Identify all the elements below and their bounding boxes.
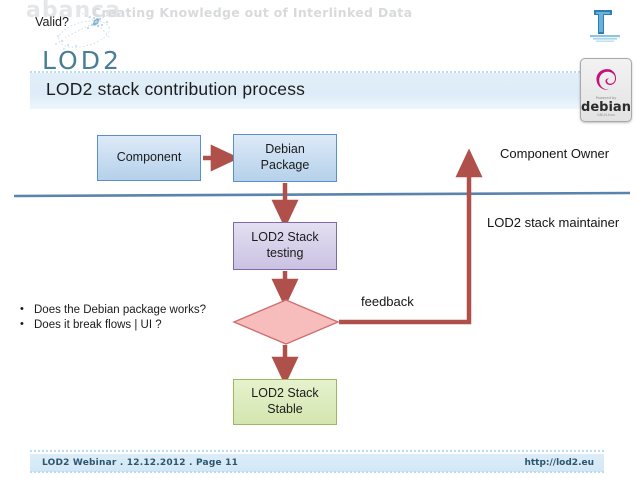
debian-swirl-icon <box>596 69 617 90</box>
validation-criteria-list: Does the Debian package works? Does it b… <box>14 302 244 333</box>
slide-header: abanca <box>0 0 638 75</box>
valid-decision-diamond <box>232 299 340 345</box>
node-component[interactable]: Component <box>97 135 201 181</box>
lod2-brand-logo: abanca <box>14 0 204 75</box>
page-title: LOD2 stack contribution process <box>46 79 306 99</box>
footer-dotted-rule-bottom <box>30 471 604 473</box>
fp7-eu-logo-icon <box>590 10 620 42</box>
title-dotted-rule <box>30 71 604 73</box>
label-lod2-stack-maintainer: LOD2 stack maintainer <box>487 215 620 230</box>
node-valid-label: Valid? <box>35 15 69 29</box>
debian-word-text: debian <box>581 100 631 115</box>
brand-tagline: Creating Knowledge out of Interlinked Da… <box>92 5 413 20</box>
node-lod2-stack-stable-label: LOD2 Stack Stable <box>251 386 318 417</box>
node-lod2-stack-stable-line1: LOD2 Stack <box>251 386 319 401</box>
node-lod2-stack-stable-line2: Stable <box>267 402 303 416</box>
node-component-label: Component <box>116 150 182 165</box>
footer-left-text: LOD2 Webinar . 12.12.2012 . Page 11 <box>42 458 239 468</box>
node-lod2-stack-testing-line1: LOD2 Stack <box>251 230 319 245</box>
footer-dotted-rule-top <box>30 450 604 452</box>
node-lod2-stack-testing-line2: testing <box>266 246 304 260</box>
brand-ghost-text: abanca <box>26 0 121 23</box>
node-valid-decision[interactable]: Valid? <box>0 0 104 44</box>
list-item: Does it break flows | UI ? <box>14 317 244 333</box>
dotted-network-icon <box>55 9 117 50</box>
label-feedback: feedback <box>361 294 414 309</box>
label-component-owner: Component Owner <box>500 146 610 161</box>
debian-powered-text: Powered by <box>595 96 617 100</box>
node-debian-package-label: Debian Package <box>261 142 310 173</box>
debian-sub-text: GNU/Linux <box>597 113 615 117</box>
node-lod2-stack-stable[interactable]: LOD2 Stack Stable <box>233 379 337 425</box>
swimlane-divider <box>13 191 631 198</box>
node-debian-package-line1: Debian <box>265 142 305 157</box>
node-lod2-stack-testing[interactable]: LOD2 Stack testing <box>233 222 337 270</box>
list-item: Does the Debian package works? <box>14 302 244 318</box>
node-lod2-stack-testing-label: LOD2 Stack testing <box>251 230 318 261</box>
node-debian-package[interactable]: Debian Package <box>233 134 337 182</box>
footer-band <box>30 454 604 472</box>
footer-url-text[interactable]: http://lod2.eu <box>524 458 594 468</box>
debian-badge: Powered by debian GNU/Linux <box>580 58 632 122</box>
brand-lod2-text: LOD2 <box>42 46 122 75</box>
title-band <box>30 73 604 109</box>
node-debian-package-line2: Package <box>260 158 310 172</box>
